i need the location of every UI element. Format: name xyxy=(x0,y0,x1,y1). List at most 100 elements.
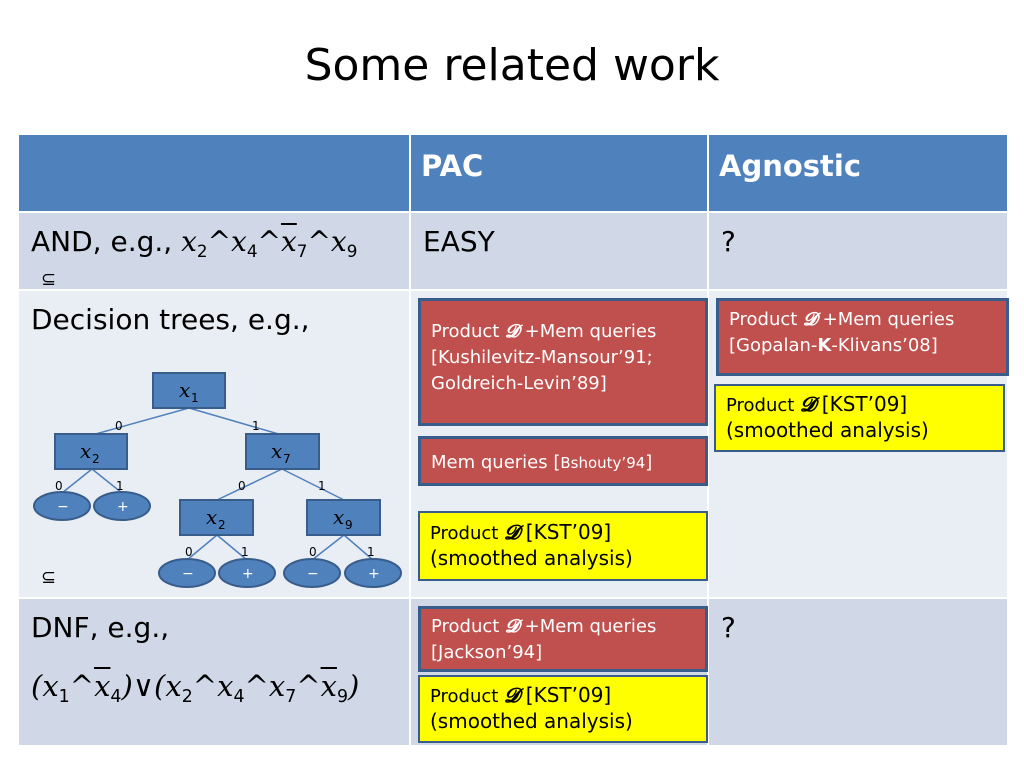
and-agnostic-cell: ? xyxy=(708,212,1008,290)
edge-root-right xyxy=(188,407,283,436)
leaf-plus-3-label: + xyxy=(368,566,380,582)
edge-label-1-right: 1 xyxy=(318,479,326,493)
box-dt-pac-kst: Product 𝓓 [KST’09] (smoothed analysis) xyxy=(418,511,708,581)
leaf-minus-1: − xyxy=(33,491,91,521)
box-dt-pac-km-line2: [Kushilevitz-Mansour’91; xyxy=(431,347,653,369)
slide-title: Some related work xyxy=(304,40,720,91)
box-dt-agn-kst-post: [KST’09] xyxy=(815,392,908,416)
box-dt-pac-bshouty: Mem queries [Bshouty’94] xyxy=(418,436,708,486)
and-formula: x2^x4^x7^x9 xyxy=(181,225,358,261)
header-cell-agnostic: Agnostic xyxy=(708,134,1008,212)
box-jackson-line2: [Jackson’94] xyxy=(431,642,543,664)
and-var-2: 4 xyxy=(246,240,258,261)
box-dnf-pac-kst: Product 𝓓 [KST’09] (smoothed analysis) xyxy=(418,675,708,743)
box-bshouty-pre: Mem queries [ xyxy=(431,452,561,473)
leaf-plus-2: + xyxy=(218,558,276,588)
box-jackson-post: +Mem queries xyxy=(518,616,657,637)
leaf-minus-2-label: − xyxy=(182,566,194,582)
edge-rr-plus xyxy=(343,534,374,561)
box-dt-agn-kst-pre: Product xyxy=(726,395,801,416)
distribution-symbol: 𝓓 xyxy=(803,309,817,330)
and-row-label: AND, e.g., x2^x4^x7^x9 xyxy=(31,225,357,261)
edge-label-1-rl: 1 xyxy=(241,545,249,559)
box-dnf-pac-jackson: Product 𝓓 +Mem queries [Jackson’94] xyxy=(418,606,708,672)
leaf-minus-3: − xyxy=(283,558,341,588)
tree-node-rl-var: x xyxy=(206,505,217,529)
and-label-text: AND, e.g., xyxy=(31,225,173,258)
edge-label-0-left: 0 xyxy=(55,479,63,493)
edge-rl-minus xyxy=(186,534,218,561)
tree-node-root-sub: 1 xyxy=(191,391,199,405)
header-agnostic-label: Agnostic xyxy=(719,149,862,183)
box-gkk-post: +Mem queries xyxy=(816,309,955,330)
box-jackson-pre: Product xyxy=(431,616,506,637)
and-pac-value: EASY xyxy=(423,225,495,258)
edge-right-left xyxy=(216,468,283,501)
and-var-4: 9 xyxy=(346,240,358,261)
tree-node-right-var: x xyxy=(271,439,282,463)
tree-node-rl-sub: 2 xyxy=(218,518,226,532)
edge-label-1-root: 1 xyxy=(252,419,260,433)
box-bshouty-post: ] xyxy=(645,452,653,473)
tree-node-left-var: x xyxy=(80,439,91,463)
tree-node-root-var: x xyxy=(179,378,190,402)
dnf-agnostic-cell: ? xyxy=(708,598,1008,746)
box-gkk-line2-post: -Klivans’08] xyxy=(831,335,938,357)
edge-label-0-right: 0 xyxy=(238,479,246,493)
box-dt-agn-gkk: Product 𝓓 +Mem queries [Gopalan-K-Klivan… xyxy=(716,298,1009,376)
leaf-minus-3-label: − xyxy=(307,566,319,582)
leaf-plus-2-label: + xyxy=(242,566,254,582)
and-row-label-cell: AND, e.g., x2^x4^x7^x9 ⊆ xyxy=(18,212,410,290)
dnf-row-label: DNF, e.g., xyxy=(31,611,170,644)
box-dnf-kst-pre: Product xyxy=(430,686,505,707)
edge-label-0-rl: 0 xyxy=(185,545,193,559)
tree-node-left-sub: 2 xyxy=(92,452,100,466)
distribution-symbol: 𝓓 xyxy=(505,616,519,637)
edge-label-1-rr: 1 xyxy=(367,545,375,559)
header-cell-empty xyxy=(18,134,410,212)
tree-node-left: x 2 xyxy=(54,433,128,470)
tree-node-right-sub: 7 xyxy=(283,452,291,466)
edge-label-0-root: 0 xyxy=(115,419,123,433)
distribution-symbol: 𝓓 xyxy=(505,321,519,342)
box-dt-agn-kst-line2: (smoothed analysis) xyxy=(726,418,929,443)
tree-node-right: x 7 xyxy=(245,433,320,470)
box-dt-pac-kst-post: [KST’09] xyxy=(519,520,612,544)
tree-node-rr-var: x xyxy=(333,505,344,529)
tree-node-right-left: x 2 xyxy=(179,499,254,536)
leaf-minus-2: − xyxy=(158,558,216,588)
box-dt-pac-km-pre: Product xyxy=(431,321,506,342)
distribution-symbol: 𝓓 xyxy=(504,683,520,707)
distribution-symbol: 𝓓 xyxy=(800,392,816,416)
edge-label-1-left: 1 xyxy=(116,479,124,493)
dt-row-label: Decision trees, e.g., xyxy=(31,303,310,336)
leaf-plus-1-label: + xyxy=(117,499,129,515)
leaf-plus-1: + xyxy=(93,491,151,521)
leaf-plus-3: + xyxy=(344,558,402,588)
header-cell-pac: PAC xyxy=(410,134,708,212)
box-dt-pac-km: Product 𝓓 +Mem queries [Kushilevitz-Mans… xyxy=(418,298,708,426)
subset-symbol-2: ⊆ xyxy=(41,567,57,588)
distribution-symbol: 𝓓 xyxy=(504,520,520,544)
and-var-3: 7 xyxy=(296,240,308,261)
tree-node-right-right: x 9 xyxy=(306,499,381,536)
box-dt-pac-kst-line2: (smoothed analysis) xyxy=(430,546,633,571)
edge-rr-minus xyxy=(311,534,345,561)
edge-right-right xyxy=(281,468,345,501)
tree-node-root: x 1 xyxy=(152,372,226,409)
edge-left-plus xyxy=(91,468,123,494)
edge-root-left xyxy=(91,407,190,436)
tree-node-rr-sub: 9 xyxy=(345,518,353,532)
dnf-row-label-cell: DNF, e.g., (x1^x4)∨(x2^x4^x7^x9) xyxy=(18,598,410,746)
box-dt-pac-km-line3: Goldreich-Levin’89] xyxy=(431,373,607,395)
edge-label-0-rr: 0 xyxy=(309,545,317,559)
and-pac-cell: EASY xyxy=(410,212,708,290)
box-dt-pac-km-post: +Mem queries xyxy=(518,321,657,342)
subset-symbol-1: ⊆ xyxy=(41,269,57,290)
box-dnf-kst-line2: (smoothed analysis) xyxy=(430,709,633,734)
box-gkk-line2-pre: [Gopalan- xyxy=(729,335,818,357)
box-dt-agn-kst: Product 𝓓 [KST’09] (smoothed analysis) xyxy=(714,384,1005,452)
edge-left-minus xyxy=(61,468,93,494)
decision-tree-diagram: 0 1 0 1 0 1 0 1 0 1 x 1 x 2 x 7 x 2 x 9 … xyxy=(33,372,402,588)
dnf-formula: (x1^x4)∨(x2^x4^x7^x9) xyxy=(31,669,360,708)
